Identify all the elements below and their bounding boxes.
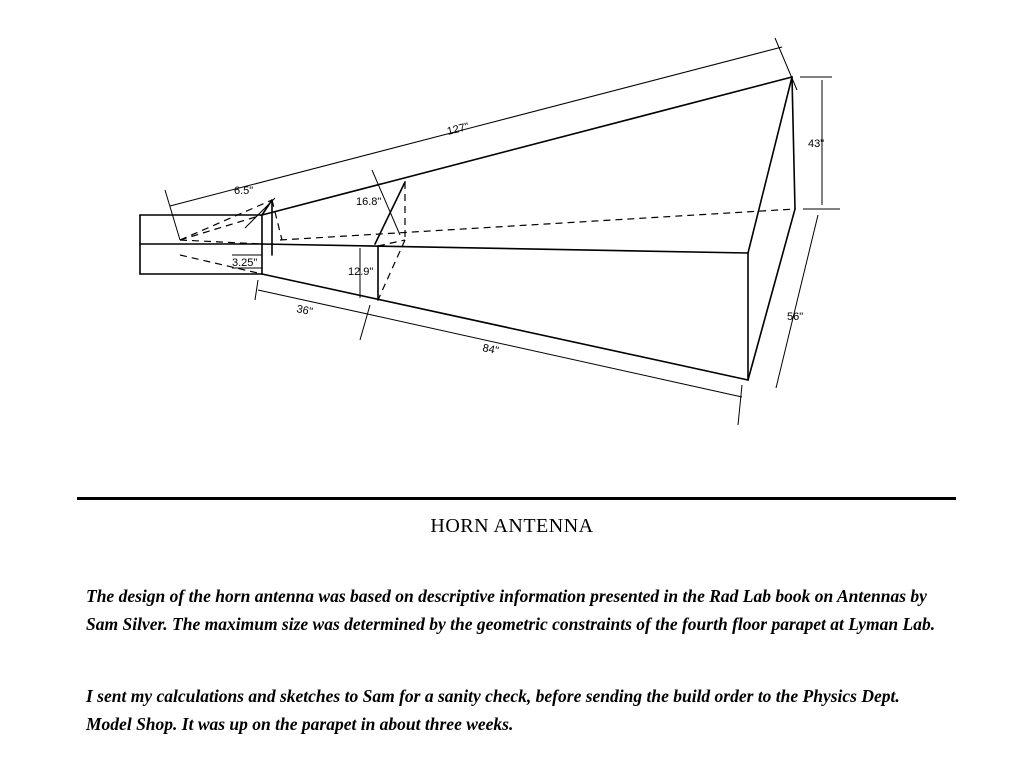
construction-lines	[179, 199, 796, 275]
label-mid-width: 16.8"	[356, 196, 381, 208]
dimension-lines	[164, 37, 840, 426]
label-throat-width: 6.5"	[234, 185, 253, 197]
label-aperture-height: 43"	[808, 138, 824, 150]
label-throat-height: 3.25"	[232, 257, 257, 269]
horn-outline	[261, 76, 796, 381]
waveguide-feed	[139, 214, 263, 275]
caption-paragraph-1: The design of the horn antenna was based…	[86, 586, 936, 634]
horn-antenna-diagram: 127" 43" 56" 6.5" 3.25" 16.8" 12.9" 36" …	[139, 37, 840, 426]
label-aperture-width: 56"	[787, 311, 803, 323]
caption-title: HORN ANTENNA	[430, 515, 594, 537]
label-horn-length: 127"	[446, 121, 471, 138]
separator-rule	[77, 497, 956, 500]
caption-paragraph-2: I sent my calculations and sketches to S…	[86, 686, 900, 734]
label-mid-height: 12.9"	[348, 266, 373, 278]
label-section-2-length: 84"	[481, 342, 499, 357]
label-section-1-length: 36"	[295, 303, 313, 318]
